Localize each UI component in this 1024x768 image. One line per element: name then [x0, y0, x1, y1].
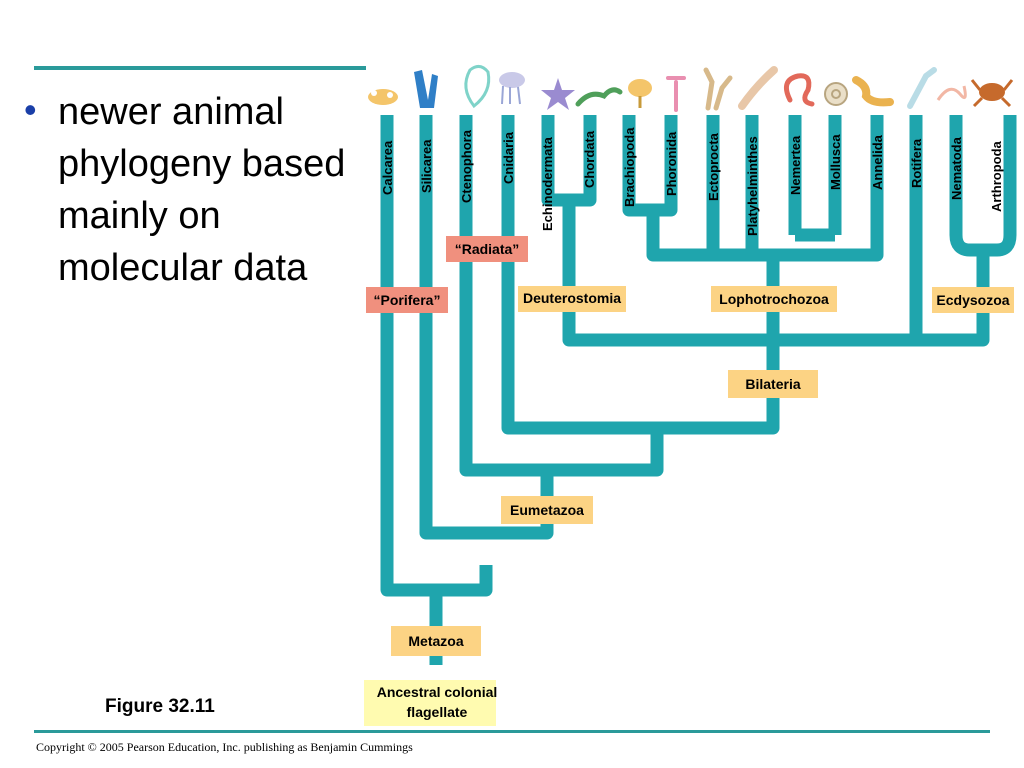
metazoa-label: Metazoa: [408, 633, 463, 649]
radiata-label: “Radiata”: [455, 241, 520, 257]
taxon-label: Nematoda: [949, 136, 964, 200]
lophotrochozoa-box: Lophotrochozoa: [711, 286, 837, 312]
sea-star-icon: [541, 78, 575, 110]
ancestor-box: Ancestral colonial flagellate: [364, 680, 497, 726]
branch-lophotrochozoa-main: [646, 115, 884, 262]
taxon-labels: Calcarea Silicarea Ctenophora Cnidaria E…: [380, 127, 1004, 236]
chordate-lizard-icon: [575, 87, 623, 107]
taxon-label: Ctenophora: [459, 129, 474, 203]
top-rule: [34, 66, 366, 70]
phoronid-icon: [666, 76, 686, 112]
ribbon-worm-icon: [783, 73, 815, 107]
branch-ctenophora: [459, 115, 664, 477]
radiata-box: “Radiata”: [446, 236, 528, 262]
taxon-label: Silicarea: [419, 139, 434, 193]
taxon-label: Chordata: [582, 130, 597, 188]
ancestor-label-line2: flagellate: [407, 704, 468, 720]
taxon-label: Nemertea: [788, 135, 803, 195]
metazoa-box: Metazoa: [391, 626, 481, 656]
organism-icons: [368, 65, 1014, 112]
branch-deuterostomia-tips: [541, 115, 597, 207]
crab-icon: [970, 79, 1014, 108]
taxon-label: Echinodermata: [540, 136, 555, 231]
sponge-silicarea-icon: [414, 70, 438, 108]
taxon-label: Cnidaria: [501, 131, 516, 184]
clade-boxes: “Porifera” “Radiata” Deuterostomia Lopho…: [364, 236, 1014, 726]
ancestor-label-line1: Ancestral colonial: [377, 684, 498, 700]
copyright-notice: Copyright © 2005 Pearson Education, Inc.…: [36, 740, 413, 754]
rotifer-icon: [907, 67, 937, 109]
eumetazoa-label: Eumetazoa: [510, 502, 584, 518]
porifera-box: “Porifera”: [366, 287, 448, 313]
ectoproct-icon: [703, 67, 733, 111]
lophotrochozoa-label: Lophotrochozoa: [719, 291, 829, 307]
taxon-label: Calcarea: [380, 140, 395, 195]
comb-jelly-icon: [464, 65, 491, 109]
earthworm-icon: [852, 76, 894, 107]
taxon-label: Rotifera: [909, 138, 924, 188]
branch-calcarea: [380, 115, 493, 597]
branch-ecdysozoa-tips: [949, 115, 1017, 257]
snail-icon: [824, 82, 848, 106]
flatworm-icon: [738, 66, 778, 110]
bilateria-box: Bilateria: [728, 370, 818, 398]
taxon-label: Mollusca: [828, 134, 843, 190]
eumetazoa-box: Eumetazoa: [501, 496, 593, 524]
taxon-label: Annelida: [870, 134, 885, 190]
taxon-label: Brachiopoda: [622, 127, 637, 207]
branch-brachiopoda-phoronida: [622, 115, 678, 217]
deuterostomia-box: Deuterostomia: [518, 286, 626, 312]
sponge-calcarea-icon: [368, 89, 398, 105]
figure-label: Figure 32.11: [105, 696, 215, 717]
taxon-label: Arthropoda: [989, 140, 1004, 212]
bottom-rule: [34, 730, 990, 733]
taxon-label: Platyhelminthes: [745, 136, 760, 236]
ecdysozoa-label: Ecdysozoa: [936, 292, 1009, 308]
taxon-label: Phoronida: [664, 131, 679, 196]
tree-branches: [380, 115, 1017, 665]
bullet-dot: •: [24, 89, 37, 130]
branch-cnidaria: [501, 115, 780, 435]
ecdysozoa-box: Ecdysozoa: [932, 287, 1014, 313]
porifera-label: “Porifera”: [374, 292, 441, 308]
bilateria-label: Bilateria: [745, 376, 800, 392]
bullet-text: newer animal phylogeny based mainly on m…: [58, 91, 346, 289]
jellyfish-icon: [499, 72, 525, 105]
deuterostomia-label: Deuterostomia: [523, 290, 621, 306]
nematode-icon: [936, 85, 967, 101]
brachiopod-icon: [628, 79, 652, 108]
taxon-label: Ectoprocta: [706, 132, 721, 201]
